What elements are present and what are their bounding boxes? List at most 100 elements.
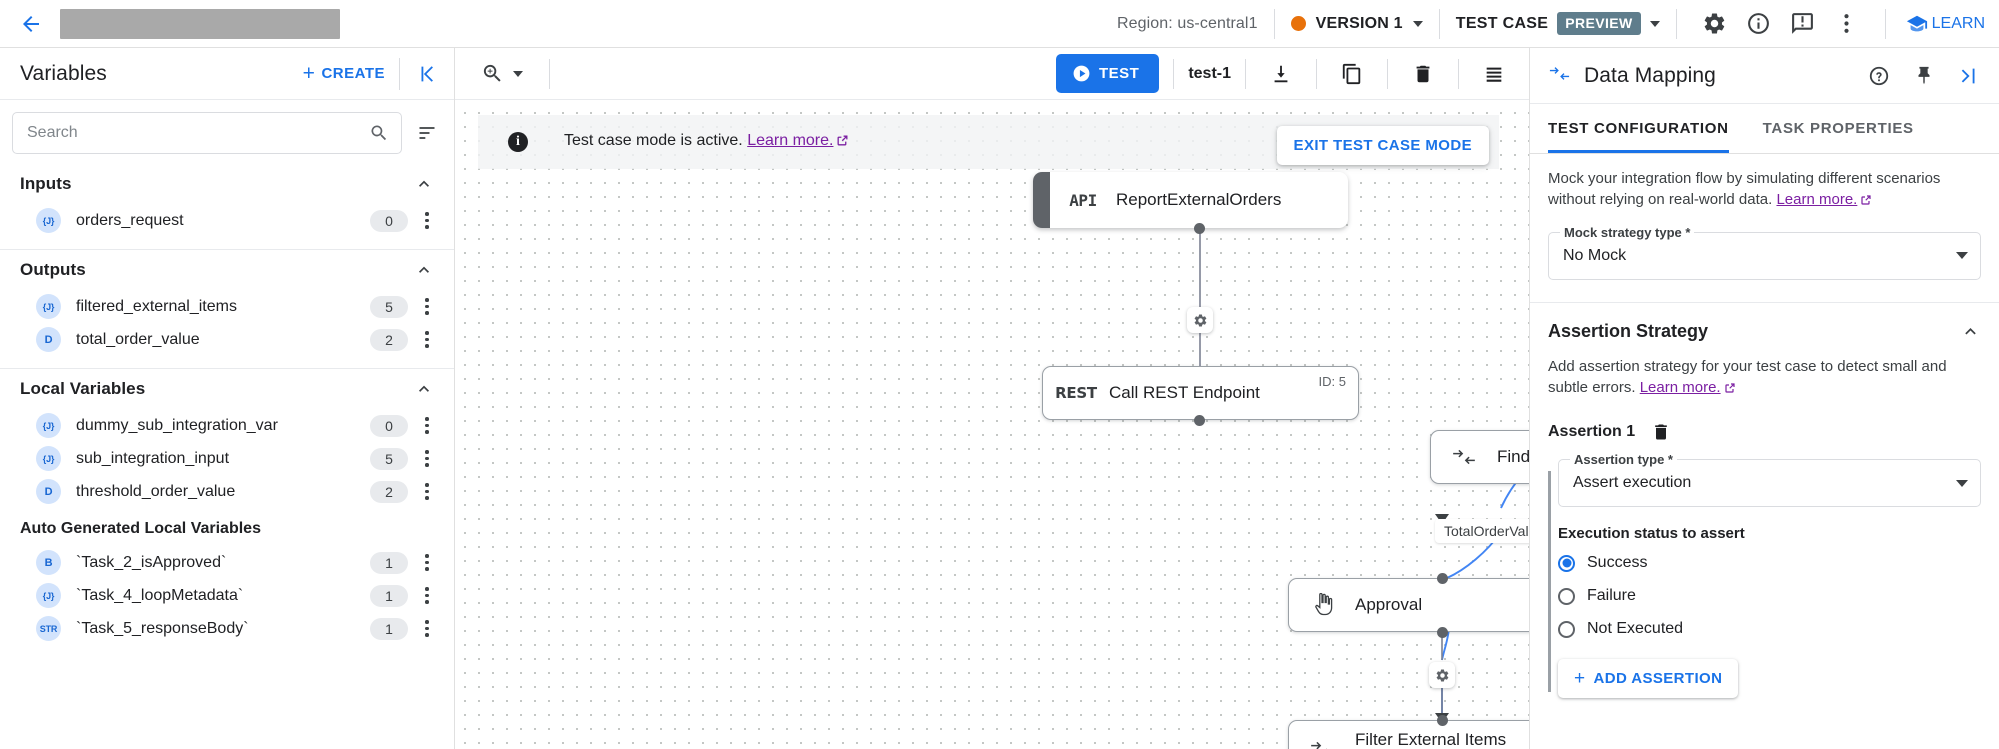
edge-settings-gear-icon[interactable] [1429, 662, 1455, 688]
section-title: Assertion Strategy [1548, 320, 1709, 341]
section-header-inputs[interactable]: Inputs [0, 164, 454, 204]
assertion-type-select[interactable]: Assertion type * Assert execution [1558, 452, 1981, 508]
variable-name: `Task_2_isApproved` [76, 553, 227, 571]
feedback-icon[interactable] [1781, 2, 1825, 46]
learn-more-link[interactable]: Learn more. [747, 132, 834, 149]
search-box[interactable] [12, 112, 402, 154]
exit-test-case-mode-button[interactable]: EXIT TEST CASE MODE [1276, 126, 1489, 165]
main-content-row: Variables + CREATE [0, 48, 1999, 749]
radio-option-success[interactable]: Success [1558, 551, 1981, 575]
node-call-rest-endpoint[interactable]: REST Call REST Endpoint ID: 5 [1042, 366, 1359, 420]
zoom-in-icon[interactable] [477, 58, 527, 89]
field-value: No Mock [1563, 246, 1627, 264]
test-case-label: TEST CASE [1455, 14, 1549, 32]
assertion-label: Assertion 1 [1548, 423, 1636, 441]
version-selector[interactable]: VERSION 1 [1290, 15, 1423, 33]
list-item[interactable]: D threshold_order_value 2 [0, 475, 454, 508]
list-icon[interactable] [1473, 53, 1515, 95]
expand-right-icon[interactable] [1953, 60, 1985, 92]
variable-count: 2 [370, 480, 408, 503]
test-case-selector[interactable]: TEST CASE PREVIEW [1456, 12, 1660, 35]
preview-badge: PREVIEW [1557, 12, 1641, 35]
node-output-port[interactable] [1194, 223, 1205, 234]
chevron-up-icon [419, 180, 429, 187]
variable-count: 1 [370, 584, 408, 607]
more-vert-icon[interactable] [414, 554, 440, 571]
approval-hand-icon [1289, 593, 1355, 617]
node-output-port[interactable] [1437, 627, 1448, 638]
list-item[interactable]: STR `Task_5_responseBody` 1 [0, 612, 454, 645]
more-vert-icon[interactable] [414, 620, 440, 637]
section-auto-generated: Auto Generated Local Variables B `Task_2… [0, 508, 454, 645]
create-variable-button[interactable]: + CREATE [303, 63, 399, 84]
list-item[interactable]: {J} `Task_4_loopMetadata` 1 [0, 579, 454, 612]
node-approval[interactable]: Approval ID: 2 [1288, 578, 1529, 632]
node-body: ReportExternalOrders [1116, 190, 1348, 210]
tab-task-properties[interactable]: TASK PROPERTIES [1762, 120, 1914, 137]
section-header-outputs[interactable]: Outputs [0, 250, 454, 290]
list-item[interactable]: B `Task_2_isApproved` 1 [0, 546, 454, 579]
list-item[interactable]: {J} sub_integration_input 5 [0, 442, 454, 475]
radio-option-failure[interactable]: Failure [1558, 584, 1981, 608]
learn-more-link[interactable]: Learn more. [1776, 191, 1858, 209]
chevron-down-icon [513, 70, 523, 77]
list-item[interactable]: {J} orders_request 0 [0, 204, 454, 237]
tab-test-configuration[interactable]: TEST CONFIGURATION [1548, 104, 1729, 153]
sort-filter-icon[interactable] [412, 118, 442, 148]
test-button[interactable]: TEST [1055, 54, 1160, 93]
learn-button[interactable]: LEARN [1902, 13, 1985, 35]
create-label: CREATE [321, 65, 385, 82]
node-input-port[interactable] [1437, 573, 1448, 584]
more-vert-icon[interactable] [414, 417, 440, 434]
variable-type-badge: D [36, 327, 61, 352]
more-vert-icon[interactable] [1825, 2, 1869, 46]
add-assertion-label: ADD ASSERTION [1593, 670, 1723, 688]
more-vert-icon[interactable] [414, 450, 440, 467]
node-id-label: ID: 5 [1318, 374, 1346, 389]
trash-icon[interactable] [1651, 422, 1671, 442]
search-input[interactable] [27, 124, 369, 142]
radio-label: Failure [1587, 587, 1636, 605]
node-filter-external-items[interactable]: Filter External Items Filtering out line… [1288, 720, 1529, 749]
list-item[interactable]: D total_order_value 2 [0, 323, 454, 356]
more-vert-icon[interactable] [414, 212, 440, 229]
plus-icon: + [302, 62, 316, 85]
info-icon[interactable] [1737, 2, 1781, 46]
chevron-down-icon [1956, 479, 1968, 487]
node-report-external-orders[interactable]: API ReportExternalOrders [1033, 172, 1348, 228]
section-outputs: Outputs {J} filtered_external_items 5 D … [0, 250, 454, 369]
back-arrow-icon[interactable] [14, 7, 48, 41]
assertion-strategy-header[interactable]: Assertion Strategy [1548, 303, 1981, 342]
pin-icon[interactable] [1908, 60, 1940, 92]
help-circle-icon[interactable] [1863, 60, 1895, 92]
download-icon[interactable] [1260, 53, 1302, 95]
node-find-total-order-price[interactable]: Find Total Order Price ID: 1 [1430, 430, 1529, 484]
learn-more-link[interactable]: Learn more. [1639, 378, 1721, 396]
field-label: Mock strategy type * [1560, 224, 1695, 240]
list-item[interactable]: {J} filtered_external_items 5 [0, 290, 454, 323]
radio-option-not-executed[interactable]: Not Executed [1558, 617, 1981, 641]
more-vert-icon[interactable] [414, 587, 440, 604]
more-vert-icon[interactable] [414, 483, 440, 500]
flow-canvas: TEST test-1 [455, 48, 1529, 749]
variable-type-badge: {J} [36, 413, 61, 438]
node-output-port[interactable] [1194, 415, 1205, 426]
copy-icon[interactable] [1331, 53, 1373, 95]
canvas-grid[interactable]: i Test case mode is active. Learn more. … [455, 100, 1529, 749]
list-item[interactable]: {J} dummy_sub_integration_var 0 [0, 409, 454, 442]
more-vert-icon[interactable] [414, 298, 440, 315]
section-header-local-variables[interactable]: Local Variables [0, 369, 454, 409]
collapse-left-icon[interactable] [400, 63, 454, 85]
node-input-port[interactable] [1437, 715, 1448, 726]
edge-condition-label[interactable]: TotalOrderValue Above … [1435, 519, 1529, 543]
trash-icon[interactable] [1402, 53, 1444, 95]
mock-strategy-type-select[interactable]: Mock strategy type * No Mock [1548, 224, 1981, 280]
more-vert-icon[interactable] [414, 331, 440, 348]
chevron-down-icon [1956, 252, 1968, 260]
edge-settings-gear-icon[interactable] [1187, 307, 1213, 333]
plus-icon: + [1574, 668, 1586, 690]
execution-status-label: Execution status to assert [1558, 525, 1745, 543]
add-assertion-button[interactable]: + ADD ASSERTION [1558, 659, 1739, 699]
gear-icon[interactable] [1693, 2, 1737, 46]
